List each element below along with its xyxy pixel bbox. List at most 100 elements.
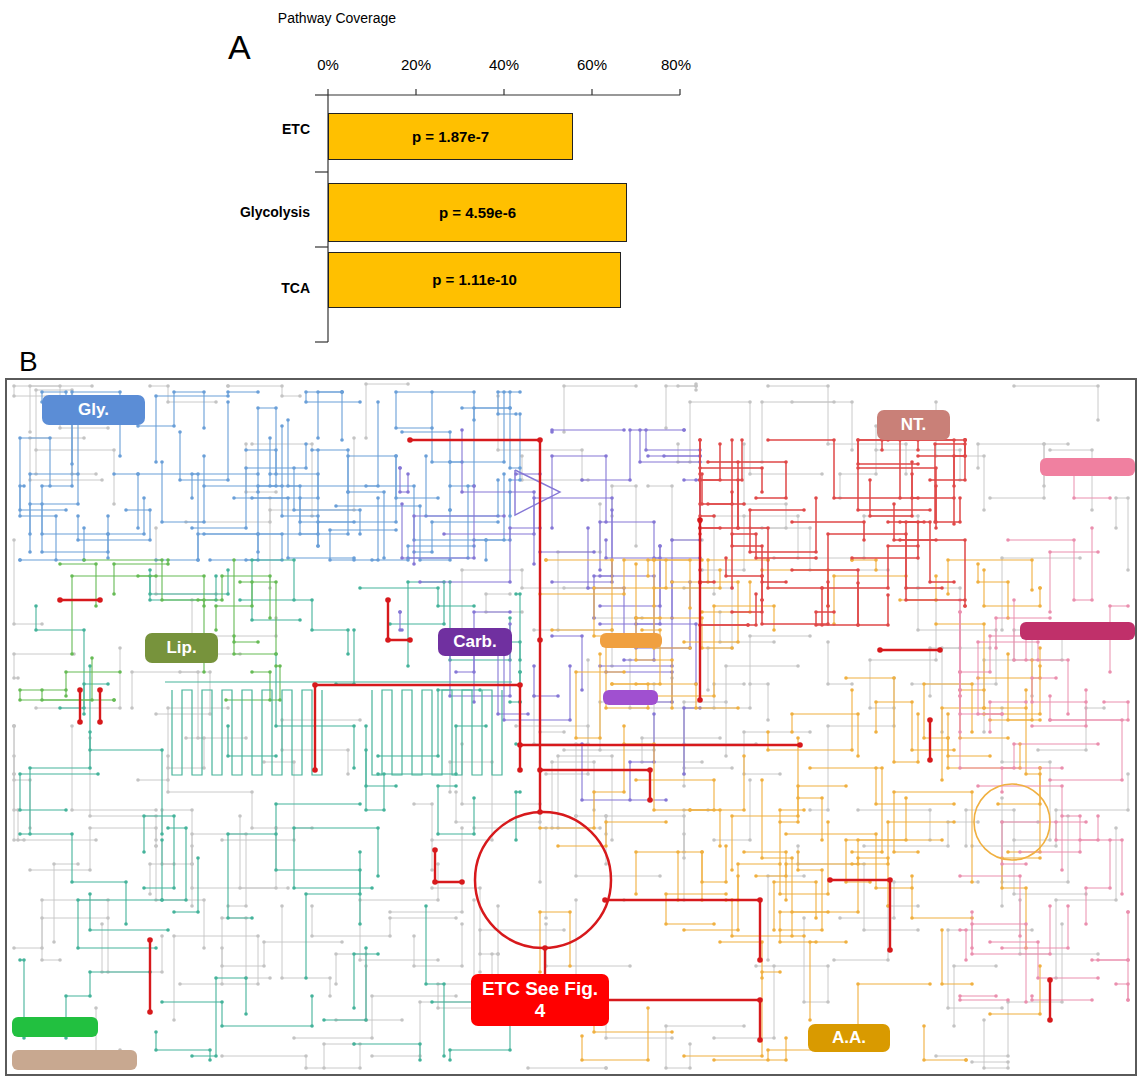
pathway-line <box>234 560 258 642</box>
pathway-line <box>306 392 360 440</box>
compound-dot <box>676 442 680 446</box>
compound-dot <box>328 976 332 980</box>
compound-dot <box>1018 934 1022 938</box>
compound-dot <box>1006 1066 1010 1070</box>
compound-dot <box>850 400 854 404</box>
compound-dot <box>1048 838 1052 842</box>
compound-dot <box>244 526 248 530</box>
pathway-line <box>336 966 366 1020</box>
compound-dot <box>736 928 740 932</box>
compound-dot <box>946 844 950 848</box>
compound-dot <box>1012 892 1016 896</box>
compound-dot <box>808 634 812 638</box>
compound-dot <box>406 664 410 668</box>
compound-dot <box>406 382 410 386</box>
compound-dot <box>34 604 38 608</box>
pathway-line <box>516 594 520 660</box>
compound-dot <box>1024 706 1028 710</box>
compound-dot <box>1006 1054 1010 1058</box>
compound-dot <box>142 496 146 500</box>
pathway-line <box>90 666 162 834</box>
compound-dot <box>688 646 692 650</box>
pathway-line <box>210 618 276 636</box>
compound-dot <box>838 472 842 476</box>
compound-dot <box>352 1042 356 1046</box>
compound-dot <box>226 384 230 388</box>
compound-dot <box>874 448 878 452</box>
pathway-line <box>186 498 270 522</box>
compound-dot <box>196 670 200 674</box>
compound-dot <box>100 922 104 926</box>
compound-dot <box>610 558 614 562</box>
compound-dot <box>166 826 170 830</box>
compound-dot <box>442 982 446 986</box>
compound-dot <box>274 490 278 494</box>
compound-dot <box>760 1054 764 1058</box>
compound-dot <box>148 538 152 542</box>
compound-dot <box>18 558 22 562</box>
compound-dot <box>670 580 674 584</box>
compound-dot <box>12 724 16 728</box>
compound-dot <box>664 922 668 926</box>
pathway-line <box>198 534 258 560</box>
compound-dot <box>634 658 638 662</box>
compound-dot <box>550 628 554 632</box>
compound-dot <box>844 838 848 842</box>
pathway-line <box>678 402 834 462</box>
compound-dot <box>418 504 422 508</box>
compound-dot <box>358 892 362 896</box>
compound-dot <box>1038 712 1042 716</box>
compound-dot <box>808 730 812 734</box>
compound-dot <box>982 508 986 512</box>
compound-dot <box>592 760 596 764</box>
compound-dot <box>778 940 782 944</box>
compound-dot <box>718 940 722 944</box>
pathway-line <box>240 600 348 654</box>
pathway-line <box>324 1044 354 1068</box>
compound-dot <box>664 384 668 388</box>
compound-dot <box>34 628 38 632</box>
compound-dot <box>928 808 932 812</box>
compound-dot <box>54 558 58 562</box>
compound-dot <box>934 1054 938 1058</box>
compound-dot <box>202 598 206 602</box>
pathway-line <box>168 738 204 768</box>
compound-dot <box>1006 850 1010 854</box>
pathway-line <box>678 384 696 386</box>
compound-dot <box>430 460 434 464</box>
compound-dot <box>388 910 392 914</box>
pathway-line <box>114 474 138 528</box>
compound-dot <box>940 706 944 710</box>
compound-dot <box>454 820 458 824</box>
metabolic-map <box>12 382 1135 1070</box>
compound-dot <box>1000 820 1004 824</box>
pathway-line <box>400 468 408 492</box>
compound-dot <box>472 390 476 394</box>
compound-dot <box>18 832 22 836</box>
pathway-line <box>432 392 462 462</box>
compound-dot <box>796 736 800 740</box>
compound-dot <box>1012 384 1016 388</box>
compound-dot <box>682 814 686 818</box>
compound-dot <box>922 682 926 686</box>
compound-dot <box>310 994 314 998</box>
compound-dot <box>166 400 170 404</box>
compound-dot <box>406 490 410 494</box>
compound-dot <box>856 712 860 716</box>
compound-dot <box>502 472 506 476</box>
compound-dot <box>352 1006 356 1010</box>
compound-dot <box>940 838 944 842</box>
compound-dot <box>502 460 506 464</box>
compound-dot <box>226 568 230 572</box>
compound-dot <box>496 448 500 452</box>
compound-dot <box>436 496 440 500</box>
compound-dot <box>28 550 32 554</box>
compound-dot <box>580 798 584 802</box>
compound-dot <box>424 982 428 986</box>
compound-dot <box>952 820 956 824</box>
compound-dot <box>328 528 332 532</box>
compound-dot <box>190 496 194 500</box>
compound-dot <box>364 484 368 488</box>
compound-dot <box>472 604 476 608</box>
compound-dot <box>454 994 458 998</box>
